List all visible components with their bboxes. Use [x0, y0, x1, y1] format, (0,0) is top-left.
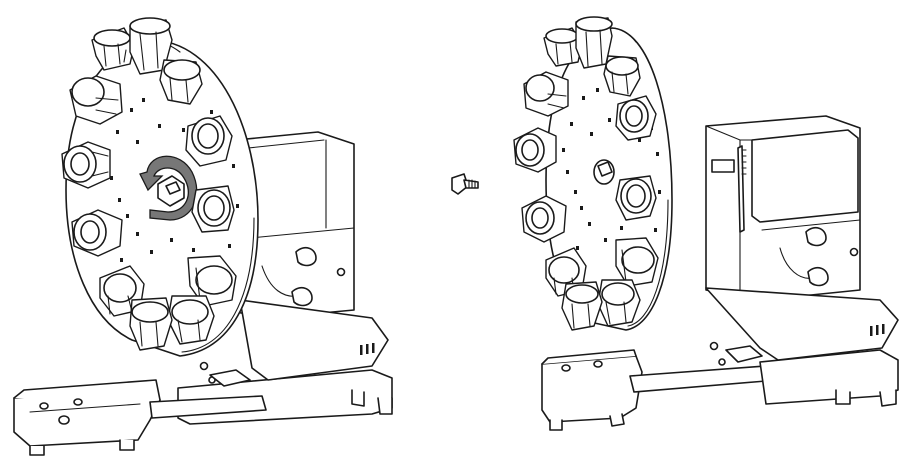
sample-holder — [603, 55, 641, 97]
sample-holder — [69, 75, 123, 125]
sample-holder — [129, 17, 173, 75]
sample-holder — [61, 141, 111, 189]
housing-right — [705, 115, 899, 366]
base-stand-left — [13, 369, 393, 456]
right-assembly — [513, 16, 899, 431]
sample-holder — [615, 175, 657, 221]
sample-holder — [187, 255, 237, 307]
thumb-screw — [451, 173, 479, 195]
sample-holder — [71, 209, 123, 257]
sample-holders-left — [61, 17, 237, 351]
sample-holder — [561, 281, 603, 331]
sample-holder — [91, 27, 135, 71]
left-assembly — [13, 17, 393, 456]
sample-holder — [129, 297, 173, 351]
sample-holder — [159, 59, 203, 105]
sample-holder — [523, 71, 569, 117]
base-stand-right — [541, 349, 899, 431]
center-hub-right — [593, 159, 615, 185]
sample-holder — [185, 115, 233, 167]
sample-holder — [615, 95, 657, 141]
sample-holder — [513, 127, 557, 173]
center-hub-left — [157, 175, 185, 207]
sample-holder — [191, 185, 235, 233]
rotate-arrow — [139, 155, 198, 221]
housing-left — [199, 131, 389, 387]
sample-holder — [521, 195, 567, 243]
sample-holder — [167, 295, 215, 345]
sample-holder — [615, 237, 659, 287]
sample-holders-right — [513, 16, 659, 331]
sample-holder — [597, 279, 641, 327]
